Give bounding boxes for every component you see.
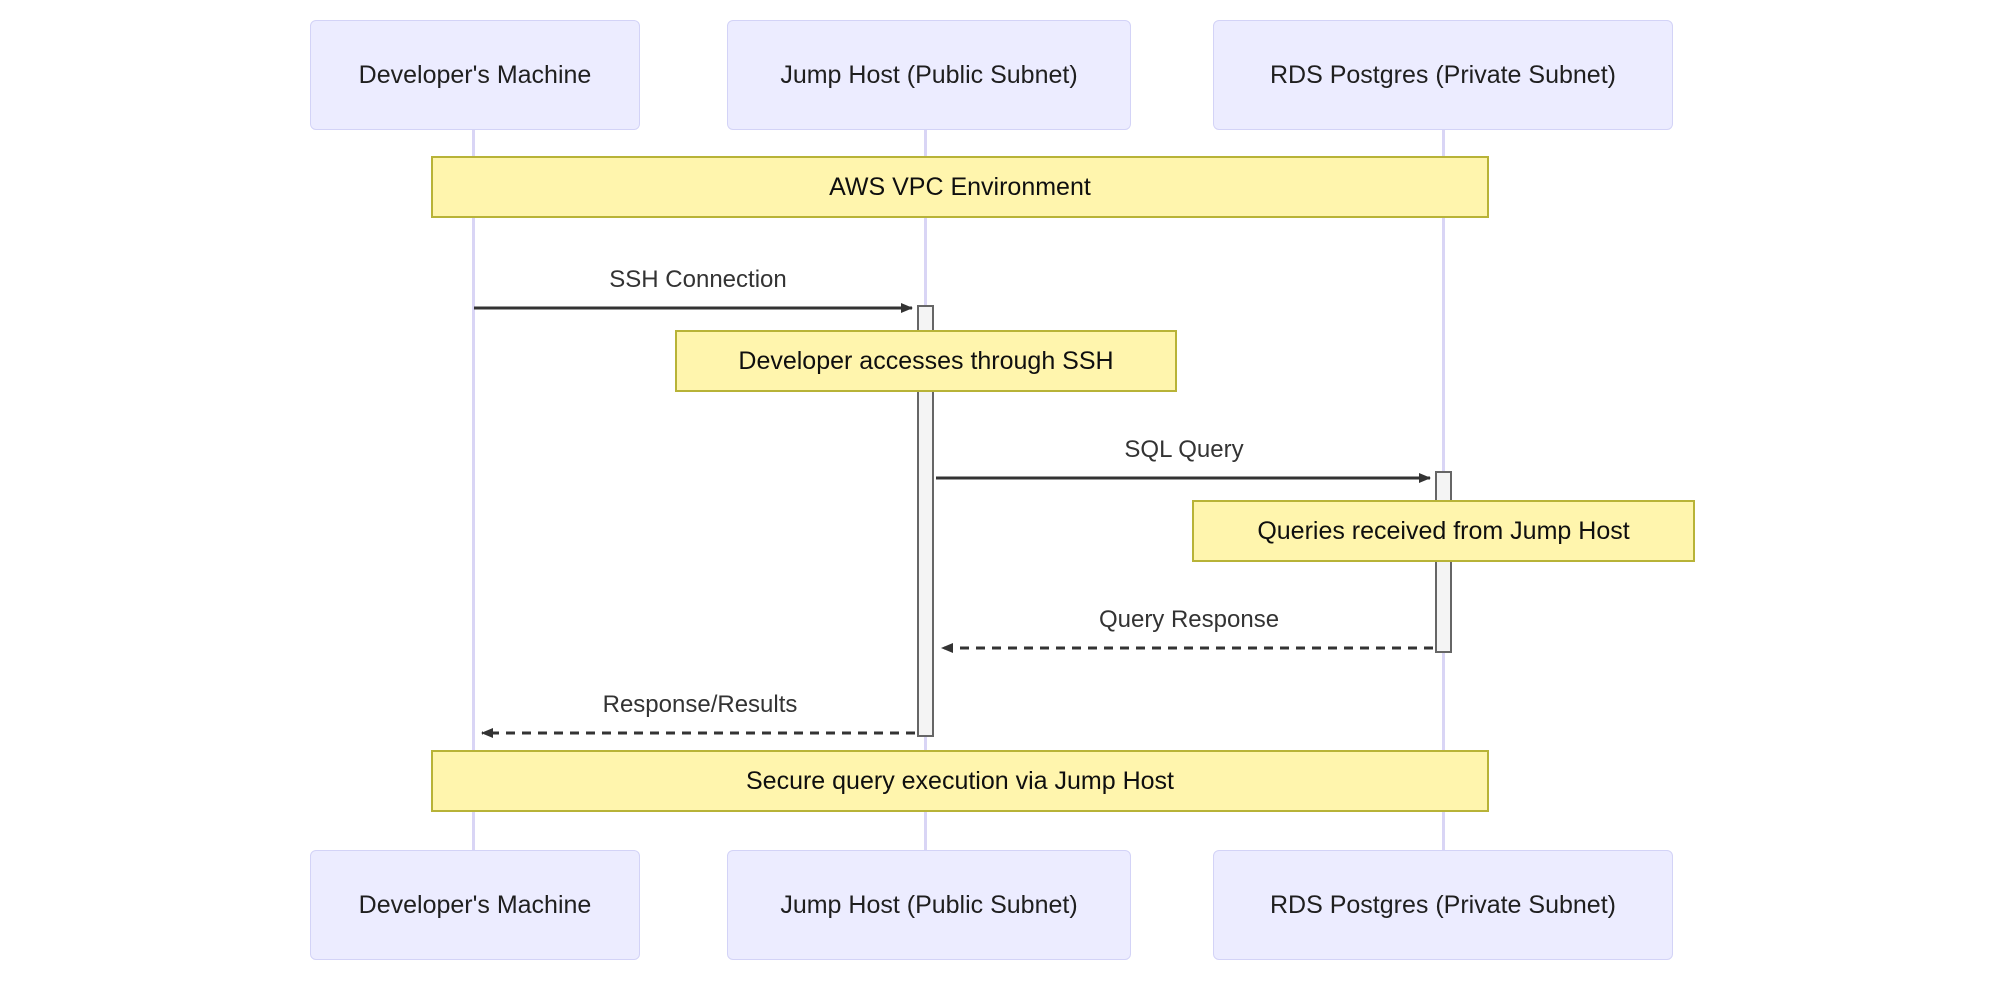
actor-bottom-dev-label: Developer's Machine — [358, 890, 592, 919]
note-queries-received-from-jump-host: Queries received from Jump Host — [1192, 500, 1695, 562]
actor-bottom-jump[interactable]: Jump Host (Public Subnet) — [727, 850, 1131, 960]
activation-jump — [917, 305, 934, 737]
note-developer-accesses-through-ssh: Developer accesses through SSH — [675, 330, 1177, 392]
actor-top-dev[interactable]: Developer's Machine — [310, 20, 640, 130]
actor-bottom-rds-label: RDS Postgres (Private Subnet) — [1270, 890, 1616, 919]
message-label-response-results: Response/Results — [602, 691, 798, 718]
note-queries-label: Queries received from Jump Host — [1257, 516, 1630, 545]
actor-top-jump[interactable]: Jump Host (Public Subnet) — [727, 20, 1131, 130]
actor-top-jump-label: Jump Host (Public Subnet) — [780, 60, 1078, 89]
actor-top-rds[interactable]: RDS Postgres (Private Subnet) — [1213, 20, 1673, 130]
actor-bottom-dev[interactable]: Developer's Machine — [310, 850, 640, 960]
actor-bottom-rds[interactable]: RDS Postgres (Private Subnet) — [1213, 850, 1673, 960]
actor-bottom-jump-label: Jump Host (Public Subnet) — [780, 890, 1078, 919]
message-label-ssh-connection: SSH Connection — [609, 266, 787, 293]
banner-vpc-bottom-label: Secure query execution via Jump Host — [746, 766, 1174, 795]
banner-vpc-bottom: Secure query execution via Jump Host — [431, 750, 1489, 812]
actor-top-rds-label: RDS Postgres (Private Subnet) — [1270, 60, 1616, 89]
actor-top-dev-label: Developer's Machine — [358, 60, 592, 89]
message-label-query-response: Query Response — [1098, 606, 1280, 633]
note-ssh-label: Developer accesses through SSH — [738, 346, 1114, 375]
lifeline-dev — [472, 130, 475, 850]
banner-vpc-top-label: AWS VPC Environment — [829, 172, 1091, 201]
message-label-sql-query: SQL Query — [1124, 436, 1244, 463]
banner-vpc-top: AWS VPC Environment — [431, 156, 1489, 218]
